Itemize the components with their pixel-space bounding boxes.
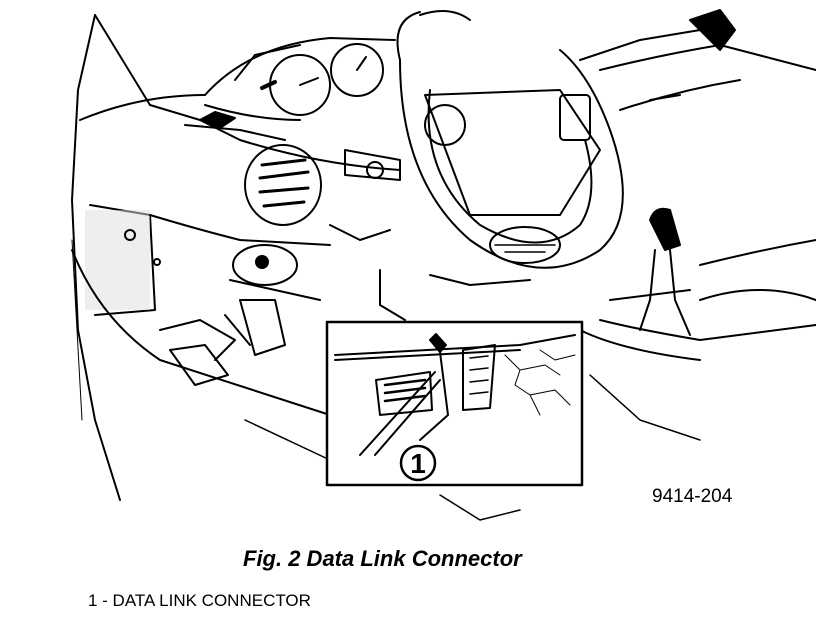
dashboard [149,9,816,301]
steering-column [329,224,531,321]
gear-shifter [579,207,816,361]
callout-circle [399,444,437,482]
instrument-cluster [184,37,396,141]
steering-wheel [344,10,624,269]
drawing-code: 9414-204 [652,486,733,507]
legend-item-1: 1 - DATA LINK CONNECTOR [88,591,311,610]
left-door-panel [71,14,331,501]
pedals [159,299,286,386]
floor [244,374,701,521]
figure-caption: Fig. 2 Data Link Connector [243,546,522,571]
dashboard-illustration: 1 9414-204 [71,9,816,521]
connector-detail-inset: 1 [325,320,584,487]
callout-number: 1 [410,448,426,479]
